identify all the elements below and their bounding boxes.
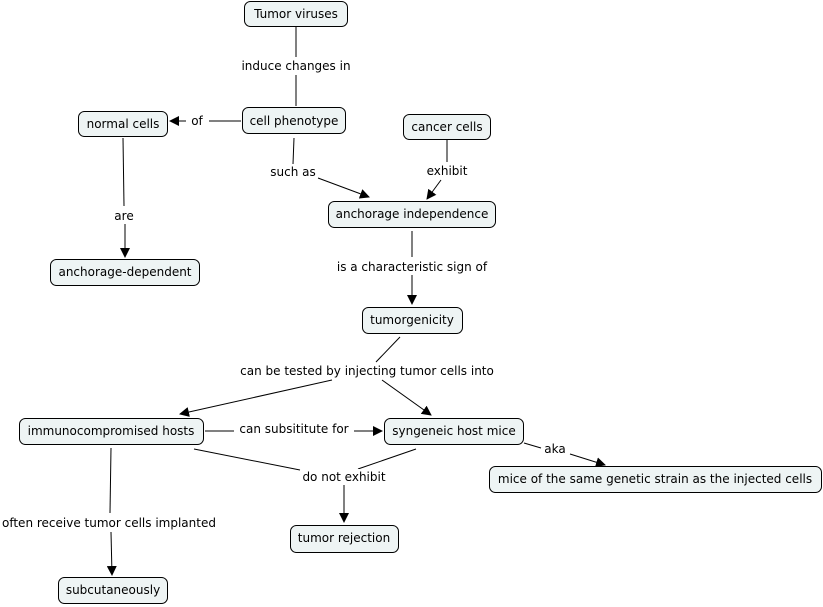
link-characteristic-sign: is a characteristic sign of (337, 260, 488, 274)
edge-cell-phenotype-to-such-as (292, 137, 295, 165)
link-can-be-tested: can be tested by injecting tumor cells i… (240, 364, 494, 378)
concept-normal-cells[interactable]: normal cells (78, 111, 168, 137)
link-label-background (112, 208, 136, 224)
link-label-background (189, 113, 206, 129)
concept-label: syngeneic host mice (392, 424, 515, 438)
link-label-background (238, 363, 496, 379)
link-label-background (0, 515, 218, 531)
link-exhibit: exhibit (427, 164, 468, 178)
concept-label: mice of the same genetic strain as the i… (498, 472, 812, 486)
concept-label: tumor rejection (298, 531, 390, 545)
edge-immunocompromised-to-do-not-exhibit (193, 448, 301, 471)
concept-label: Tumor viruses (253, 7, 338, 21)
edge-syngeneic-to-do-not-exhibit (357, 448, 417, 470)
concept-immunocompromised-hosts[interactable]: immunocompromised hosts (19, 418, 204, 445)
link-label-background (239, 58, 353, 74)
concept-label: cancer cells (411, 120, 482, 134)
concept-label: immunocompromised hosts (28, 424, 195, 438)
edge-immunocompromised-to-often-receive (109, 447, 112, 514)
link-induce-changes-in: induce changes in (241, 59, 350, 73)
link-label-background (300, 469, 388, 485)
link-label-background (268, 164, 318, 180)
link-such-as: such as (270, 165, 315, 179)
concept-tumorgenicity[interactable]: tumorgenicity (362, 307, 463, 334)
link-label-background (334, 259, 490, 275)
link-aka: aka (544, 442, 565, 456)
concept-cell-phenotype[interactable]: cell phenotype (242, 107, 346, 134)
edge-tumorgenicity-to-tested-label (375, 336, 401, 363)
concept-anchorage-independence[interactable]: anchorage independence (328, 201, 496, 228)
edge-exhibit-to-anchorage-independence (426, 179, 442, 200)
link-do-not-exhibit: do not exhibit (302, 470, 385, 484)
edge-such-as-to-anchorage-independence (317, 177, 370, 199)
link-are: are (114, 209, 133, 223)
concept-anchorage-dependent[interactable]: anchorage-dependent (50, 259, 200, 286)
edge-often-receive-to-subcutaneously (106, 531, 117, 576)
link-label-background (237, 421, 351, 437)
link-label-background (424, 163, 470, 179)
link-often-receive: often receive tumor cells implanted (2, 516, 216, 530)
edge-tested-label-to-syngeneic (381, 379, 432, 416)
concept-label: tumorgenicity (370, 313, 454, 327)
concept-label: anchorage-dependent (58, 265, 191, 279)
link-can-substitute: can subsititute for (239, 422, 348, 436)
linking-phrases: induce changes in of such as exhibit are… (0, 58, 568, 531)
link-of: of (191, 114, 203, 128)
edge-tested-label-to-immunocompromised (179, 379, 333, 417)
concept-tumor-viruses[interactable]: Tumor viruses (244, 1, 348, 27)
edges (106, 27, 606, 576)
concept-label: cell phenotype (250, 114, 339, 128)
concept-subcutaneously[interactable]: subcutaneously (58, 577, 168, 604)
edge-syngeneic-to-aka (523, 442, 542, 449)
concept-label: anchorage independence (336, 207, 489, 221)
concept-mice-same-strain[interactable]: mice of the same genetic strain as the i… (489, 466, 822, 493)
concept-tumor-rejection[interactable]: tumor rejection (290, 525, 399, 553)
concept-label: normal cells (87, 117, 160, 131)
concept-syngeneic-host-mice[interactable]: syngeneic host mice (384, 418, 524, 445)
edge-normal-cells-to-are (122, 137, 125, 207)
concept-label: subcutaneously (66, 583, 160, 597)
link-label-background (542, 441, 568, 457)
concept-cancer-cells[interactable]: cancer cells (403, 114, 491, 140)
edge-aka-to-mice-same-strain (569, 453, 606, 468)
